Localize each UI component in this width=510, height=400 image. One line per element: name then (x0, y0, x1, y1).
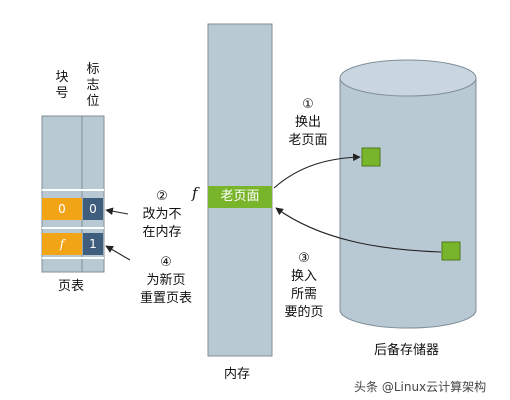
arrow-swap-out (273, 153, 361, 189)
row0-block-cell (42, 198, 82, 220)
step4-label: ④ 为新页 重置页表 (139, 255, 192, 306)
step2-label: ② 改为不 在内存 (142, 189, 182, 240)
watermark: 头条 @Linux云计算架构 (354, 380, 487, 394)
row1-flag-cell (83, 233, 103, 255)
page-table-caption: 页表 (58, 279, 85, 294)
storage-caption: 后备存储器 (374, 343, 440, 358)
swapped-out-page (361, 147, 381, 167)
backing-store-cylinder (339, 59, 477, 329)
row0-block-value: 0 (58, 202, 66, 216)
col-flag-label: 标志位 (86, 62, 100, 109)
memory-offset-label: f (192, 184, 198, 202)
memory-caption: 内存 (224, 367, 251, 382)
arrow-swap-in (275, 207, 442, 253)
row1-flag-value: 1 (89, 237, 97, 251)
old-page-block (208, 186, 272, 208)
arrows (105, 153, 442, 261)
page-table (41, 115, 105, 273)
step1-label: ① 换出 老页面 (288, 97, 328, 148)
arrow-step4 (105, 245, 131, 261)
row0-flag-cell (83, 198, 103, 220)
row0-flag-value: 0 (89, 202, 97, 216)
arrow-step2 (105, 207, 129, 216)
old-page-label: 老页面 (220, 189, 260, 204)
step3-label: ③ 换入 所需 要的页 (284, 251, 324, 320)
row1-block-value: f (59, 237, 65, 251)
memory-column (207, 23, 273, 357)
row1-block-cell (42, 233, 82, 255)
col-block-label: 块号 (55, 70, 69, 101)
needed-page (441, 241, 461, 261)
